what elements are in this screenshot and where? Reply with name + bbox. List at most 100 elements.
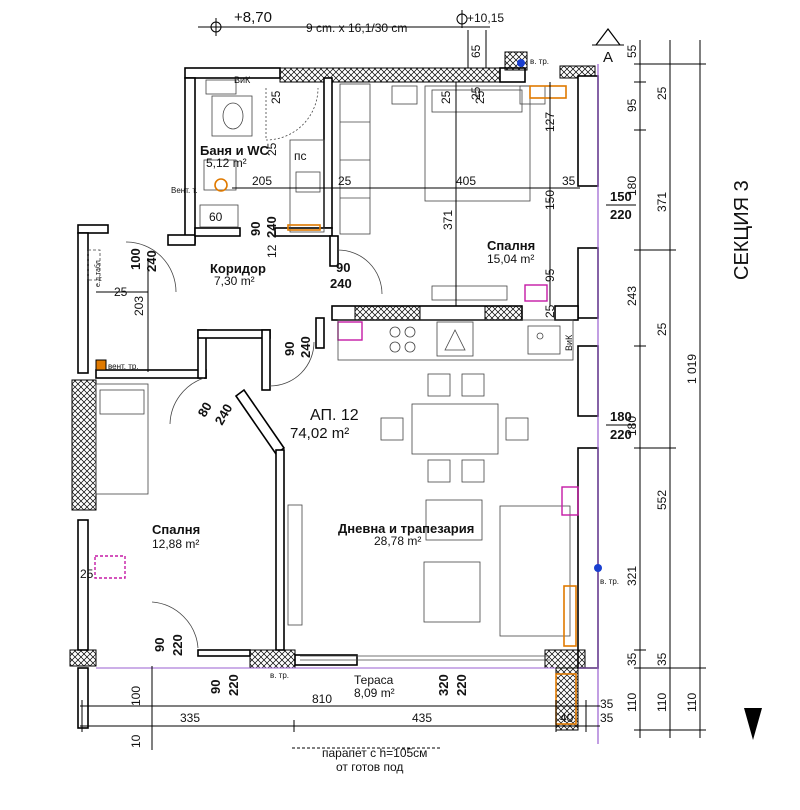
vtr-right-label: в. тр. (600, 577, 619, 586)
svg-text:180: 180 (625, 416, 639, 436)
svg-text:240: 240 (144, 250, 159, 272)
svg-text:240: 240 (212, 401, 236, 427)
room-bath-name: Баня и WC (200, 143, 269, 158)
svg-text:90: 90 (152, 638, 167, 652)
svg-text:пс: пс (294, 149, 307, 163)
svg-text:110: 110 (685, 693, 699, 712)
svg-text:25: 25 (655, 322, 669, 336)
svg-text:90: 90 (248, 222, 263, 236)
fixtures: 60 пс (87, 59, 602, 725)
room-bedroom-w-area: 12,88 m² (152, 537, 199, 551)
svg-text:25: 25 (338, 174, 352, 188)
parapet-line-1: парапет с h=105см (322, 746, 427, 760)
svg-text:150: 150 (610, 189, 632, 204)
svg-text:320: 320 (436, 674, 451, 696)
ep-label: е.д.табл (94, 260, 102, 287)
svg-text:220: 220 (454, 674, 469, 696)
svg-text:335: 335 (180, 711, 200, 725)
svg-text:25: 25 (655, 86, 669, 100)
level-left: +8,70 (234, 9, 272, 26)
svg-text:80: 80 (195, 399, 215, 419)
door-sizes: 90 240 100 240 90 240 90 240 80 240 90 2… (128, 189, 636, 696)
section-marker-a: A (592, 28, 624, 66)
room-labels: Баня и WC 5,12 m² Коридор 7,30 m² Спалня… (152, 143, 535, 700)
svg-text:25: 25 (80, 567, 94, 581)
room-living-area: 28,78 m² (374, 534, 421, 548)
section-arrow-icon (744, 708, 762, 740)
room-bedroom-w-name: Спалня (152, 522, 200, 537)
svg-text:35: 35 (600, 711, 614, 725)
svg-text:60: 60 (209, 210, 223, 224)
svg-text:371: 371 (441, 210, 455, 230)
svg-text:405: 405 (456, 174, 476, 188)
svg-text:205: 205 (252, 174, 272, 188)
svg-text:180: 180 (610, 409, 632, 424)
level-right: +10,15 (467, 11, 504, 25)
walls (69, 51, 599, 744)
svg-text:35: 35 (655, 652, 669, 666)
vent-w-label: вент. тр. (108, 362, 139, 371)
stair-spec: 9 cm. x 16,1/30 cm (306, 21, 407, 35)
apartment-title: АП. 12 (310, 407, 359, 424)
svg-text:203: 203 (132, 296, 146, 316)
svg-text:35: 35 (600, 697, 614, 711)
right-dimensions: 55 95 180 243 180 321 35 110 25 371 25 5… (625, 40, 762, 740)
svg-text:35: 35 (625, 652, 639, 666)
svg-text:371: 371 (655, 192, 669, 212)
svg-text:25: 25 (114, 285, 128, 299)
svg-text:321: 321 (625, 566, 639, 586)
vik-kitchen-label: ВиК (564, 334, 574, 351)
room-living-name: Дневна и трапезария (338, 521, 474, 536)
svg-text:180: 180 (625, 176, 639, 196)
svg-text:25: 25 (439, 90, 453, 104)
svg-text:435: 435 (412, 711, 432, 725)
svg-text:243: 243 (625, 286, 639, 306)
svg-text:95: 95 (625, 98, 639, 112)
section-label: СЕКЦИЯ 3 (731, 180, 753, 280)
svg-text:240: 240 (264, 216, 279, 238)
room-bath-area: 5,12 m² (206, 156, 247, 170)
svg-text:90: 90 (282, 342, 297, 356)
svg-text:55: 55 (625, 44, 639, 58)
room-terrace-area: 8,09 m² (354, 686, 395, 700)
svg-text:110: 110 (625, 693, 639, 712)
inner-dimensions: 25 25 25 25 205 405 35 150 371 12 25 25 … (80, 82, 580, 581)
svg-text:110: 110 (655, 693, 669, 712)
svg-text:65: 65 (469, 44, 483, 58)
svg-text:25: 25 (473, 90, 487, 104)
svg-text:220: 220 (610, 207, 632, 222)
svg-text:100: 100 (128, 248, 143, 270)
vtr-top-label: в. тр. (530, 57, 549, 66)
svg-text:100: 100 (129, 686, 143, 706)
room-bedroom-ne-name: Спалня (487, 238, 535, 253)
svg-text:40: 40 (560, 711, 574, 725)
svg-text:12: 12 (265, 244, 279, 258)
room-corridor-area: 7,30 m² (214, 274, 255, 288)
svg-text:220: 220 (226, 674, 241, 696)
vent-bath-label: Вент. т. (171, 186, 197, 195)
svg-text:25: 25 (265, 142, 279, 156)
section-marker-letter: A (603, 49, 613, 66)
parapet-line-2: от готов под (336, 760, 403, 774)
bottom-dimensions: 810 335 435 40 35 35 100 10 (80, 666, 614, 750)
top-annotations: +8,70 9 cm. x 16,1/30 cm +10,15 65 (198, 9, 504, 68)
apartment-area: 74,02 m² (290, 425, 349, 442)
svg-text:220: 220 (610, 427, 632, 442)
fixture-labels: ВиК ВиК Вент. т. вент. тр. е.д.табл в. т… (94, 57, 619, 774)
svg-text:95: 95 (543, 268, 557, 282)
svg-text:25: 25 (269, 90, 283, 104)
svg-text:220: 220 (170, 634, 185, 656)
svg-text:552: 552 (655, 490, 669, 510)
svg-text:35: 35 (562, 174, 576, 188)
vtr-terrace-label: в. тр. (270, 671, 289, 680)
svg-text:150: 150 (543, 190, 557, 210)
svg-text:25: 25 (543, 304, 557, 318)
vik-top-label: ВиК (234, 75, 251, 85)
svg-text:810: 810 (312, 692, 332, 706)
svg-text:1 019: 1 019 (685, 354, 699, 384)
svg-text:240: 240 (330, 276, 352, 291)
svg-text:127: 127 (543, 112, 557, 132)
room-bedroom-ne-area: 15,04 m² (487, 252, 534, 266)
svg-text:90: 90 (208, 680, 223, 694)
